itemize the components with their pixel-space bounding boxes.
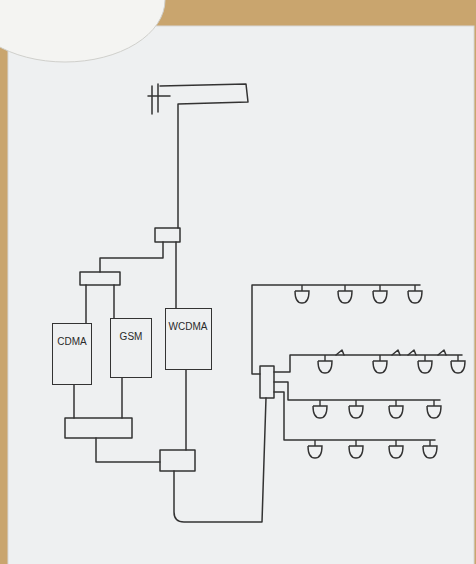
box-label: GSM <box>111 331 151 343</box>
wire <box>100 242 163 272</box>
splitter-box <box>80 272 120 285</box>
feeder-cable <box>174 398 266 522</box>
feeder-cable <box>274 355 462 372</box>
paper-sheet <box>8 26 474 564</box>
wire <box>121 378 123 418</box>
box-label: CDMA <box>53 336 91 348</box>
wire <box>96 438 160 462</box>
antenna-mast <box>148 84 170 114</box>
wire <box>185 370 187 450</box>
coupler-box <box>155 228 180 242</box>
combiner-box <box>160 450 195 471</box>
wire <box>175 242 177 308</box>
wire <box>85 285 87 323</box>
box-label: WCDMA <box>166 321 211 333</box>
round-object <box>0 0 165 62</box>
system-box: GSM <box>110 318 152 378</box>
feeder-cable <box>274 382 440 400</box>
tap-marker <box>336 350 446 355</box>
wire <box>73 385 75 418</box>
paper-edge <box>8 26 474 564</box>
feeder-cable <box>274 392 435 440</box>
ceiling-antennas <box>295 285 465 458</box>
splitter-box <box>260 366 274 398</box>
system-box: CDMA <box>52 323 92 385</box>
combiner-box <box>65 418 132 438</box>
system-box: WCDMA <box>165 308 212 370</box>
wire <box>113 285 115 318</box>
antenna-flag <box>160 84 248 228</box>
feeder-cable <box>252 285 420 374</box>
